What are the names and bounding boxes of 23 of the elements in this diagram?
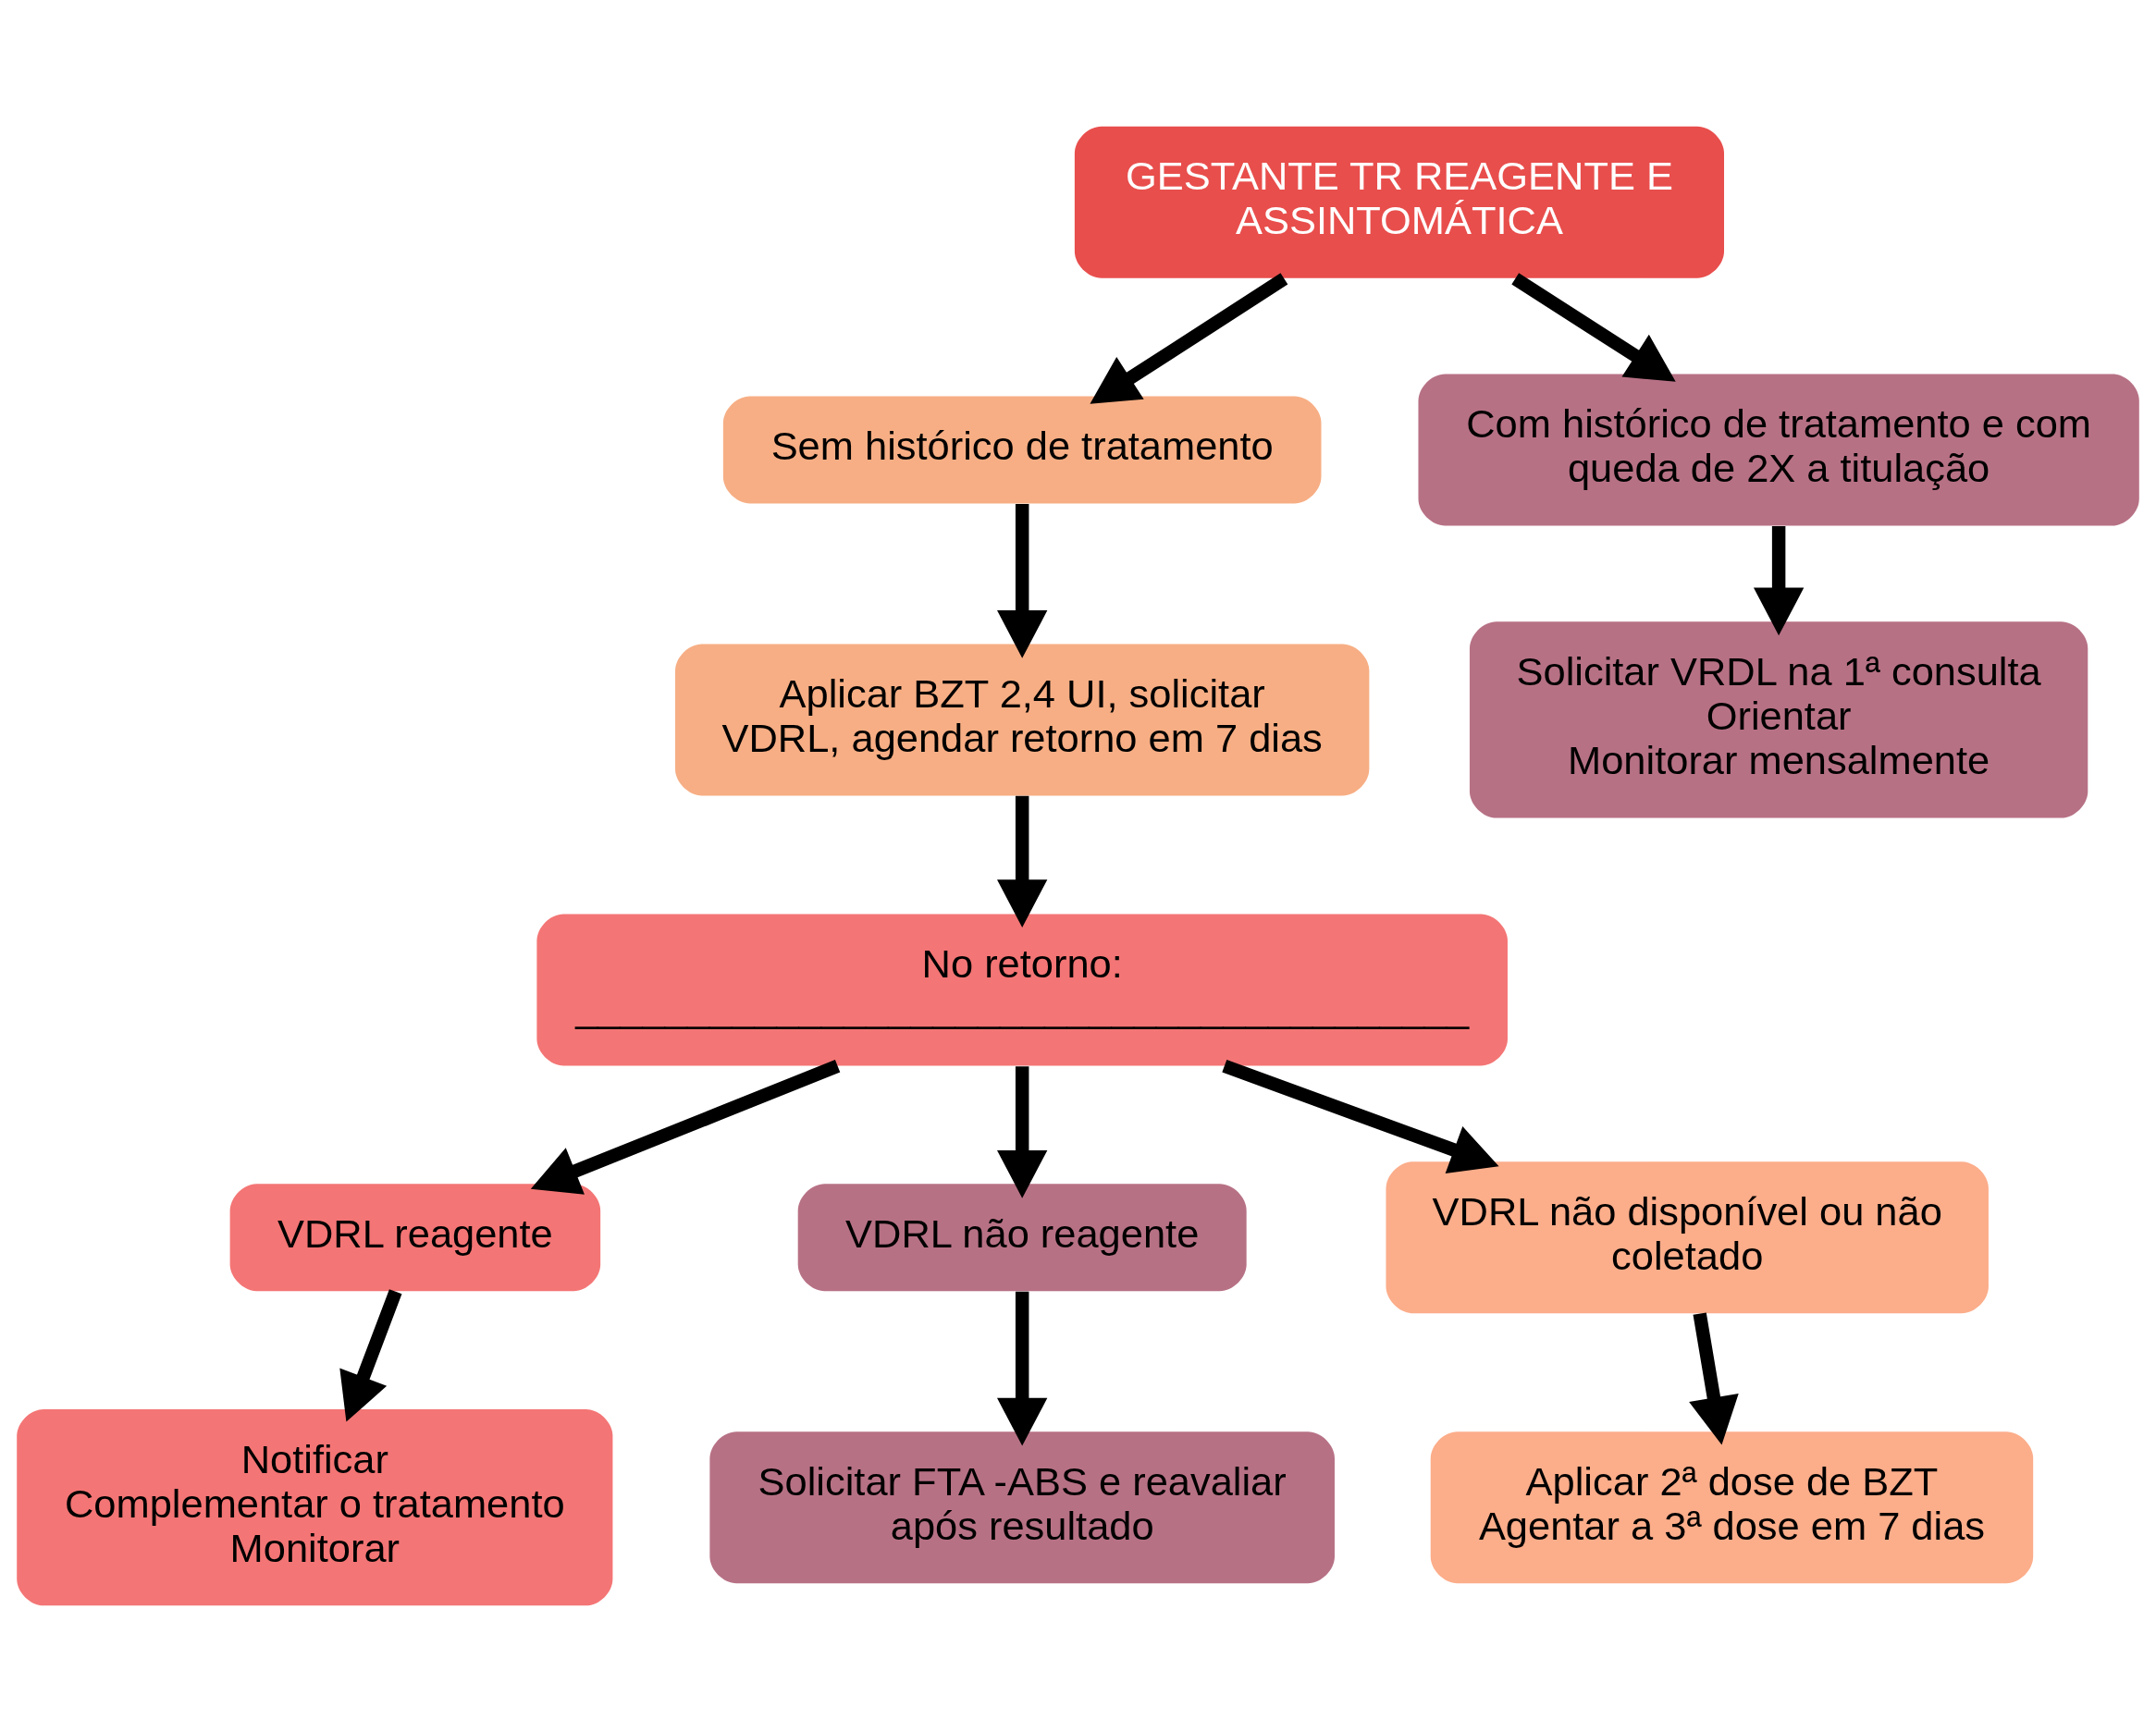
node-box: No retorno: ________________________________________: [536, 914, 1508, 1066]
arrow: [997, 503, 1048, 658]
node-box: VDRL não reagente: [797, 1184, 1247, 1292]
arrow: [1689, 1312, 1739, 1445]
node-box: Aplicar BZT 2,4 UI, solicitar VDRL, agendar retorno em 7 dias: [675, 644, 1370, 796]
node-box: Notificar Complementar o tratamento Monitorar: [17, 1409, 613, 1606]
node-box: GESTANTE TR REAGENTE E ASSINTOMÁTICA: [1074, 126, 1724, 278]
arrow: [997, 1291, 1048, 1446]
node-box: Aplicar 2ª dose de BZT Agentar a 3ª dose em 7 dias: [1430, 1431, 2034, 1584]
arrow: [1511, 273, 1676, 382]
arrow: [339, 1289, 402, 1422]
node-box: Solicitar FTA -ABS e reavaliar após resultado: [709, 1431, 1335, 1584]
node-box: Solicitar VRDL na 1ª consulta Orientar Monitorar mensalmente: [1469, 621, 2088, 818]
arrow: [1222, 1060, 1499, 1174]
arrow: [1753, 525, 1805, 636]
arrow: [997, 1066, 1048, 1198]
arrow: [530, 1060, 841, 1195]
node-box: Sem histórico de tratamento: [722, 396, 1322, 504]
node-box: VDRL reagente: [229, 1184, 601, 1292]
node-box: VDRL não disponível ou não coletado: [1386, 1161, 1989, 1314]
node-box: Com histórico de tratamento e com queda de 2X a titulação: [1418, 374, 2139, 526]
arrow: [1090, 273, 1288, 404]
arrow: [997, 795, 1048, 928]
